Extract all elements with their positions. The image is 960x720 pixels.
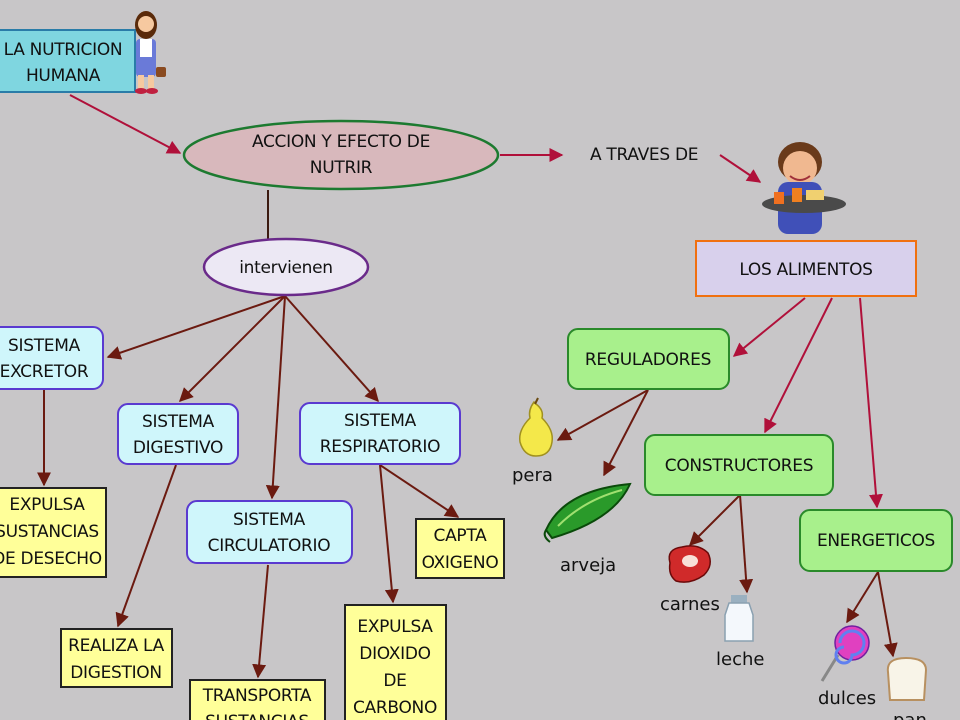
alimentos-label: LOS ALIMENTOS xyxy=(739,260,872,280)
intervienen-label: intervienen xyxy=(239,258,333,278)
intervienen-node[interactable]: intervienen xyxy=(202,237,370,297)
link-respiratorio-o2 xyxy=(379,464,460,518)
food-leche-label: leche xyxy=(716,649,764,670)
link-atraves-waiter xyxy=(719,154,762,183)
girl-icon xyxy=(135,11,166,94)
link-alimentos-constructores xyxy=(764,297,833,434)
function-digestivo-line1: REALIZA LA xyxy=(68,636,165,656)
food-carnes-label: carnes xyxy=(660,594,720,615)
definition-line2: NUTRIR xyxy=(310,158,373,178)
link-energeticos-dulces xyxy=(846,571,879,624)
system-excretor-line2: EXCRETOR xyxy=(0,362,89,382)
link-digestivo-function xyxy=(115,464,177,628)
title-line2: HUMANA xyxy=(26,66,101,86)
link-reguladores-pera xyxy=(556,389,649,441)
system-digestivo-line2: DIGESTIVO xyxy=(133,438,223,458)
a-traves-de-label: A TRAVES DE xyxy=(590,145,698,165)
alimentos-node[interactable]: LOS ALIMENTOS xyxy=(695,240,917,297)
group-constructores-label: CONSTRUCTORES xyxy=(665,456,813,476)
title-line1: LA NUTRICION xyxy=(4,40,123,60)
link-energeticos-pan xyxy=(877,571,898,658)
link-alimentos-reguladores xyxy=(732,297,806,357)
food-pera-label: pera xyxy=(512,465,553,486)
system-circulatorio-line2: CIRCULATORIO xyxy=(208,536,331,556)
definition-node[interactable]: ACCION Y EFECTO DE NUTRIR xyxy=(182,119,500,191)
link-respiratorio-co2 xyxy=(379,464,399,604)
link-intervienen-respiratorio xyxy=(284,295,379,403)
function-excretor[interactable]: EXPULSA SUSTANCIAS DE DESECHO xyxy=(0,487,107,578)
pear-icon xyxy=(518,397,554,457)
link-title-definition xyxy=(69,94,182,154)
group-constructores[interactable]: CONSTRUCTORES xyxy=(644,434,834,496)
link-constructores-carnes xyxy=(689,494,741,546)
function-circulatorio[interactable]: TRANSPORTA SUSTANCIAS xyxy=(189,679,326,720)
function-co2-line3: DE xyxy=(383,671,406,691)
link-constructores-leche xyxy=(739,494,754,594)
function-respiratorio-o2[interactable]: CAPTA OXIGENO xyxy=(415,518,505,579)
bread-icon xyxy=(886,656,928,701)
waiter-icon xyxy=(762,142,846,234)
group-energeticos-label: ENERGETICOS xyxy=(817,531,935,551)
connectors xyxy=(37,94,898,679)
steak-icon xyxy=(668,545,711,583)
function-digestivo[interactable]: REALIZA LA DIGESTION xyxy=(60,628,173,688)
system-circulatorio[interactable]: SISTEMA CIRCULATORIO xyxy=(186,500,353,564)
system-digestivo[interactable]: SISTEMA DIGESTIVO xyxy=(117,403,239,465)
link-reguladores-arveja xyxy=(603,389,649,477)
definition-line1: ACCION Y EFECTO DE xyxy=(252,132,430,152)
system-circulatorio-line1: SISTEMA xyxy=(233,510,306,530)
system-excretor-line1: SISTEMA xyxy=(8,336,81,356)
function-co2-line2: DIOXIDO xyxy=(359,644,430,664)
function-co2-line4: CARBONO xyxy=(353,698,437,718)
title-node[interactable]: LA NUTRICION HUMANA xyxy=(0,29,136,93)
peapod-icon xyxy=(543,482,632,543)
function-o2-line1: CAPTA xyxy=(434,526,488,546)
function-excretor-line1: EXPULSA xyxy=(9,495,85,515)
link-circulatorio-function xyxy=(252,564,269,679)
link-intervienen-circulatorio xyxy=(265,295,286,500)
link-intervienen-excretor xyxy=(106,295,286,360)
function-excretor-line2: SUSTANCIAS xyxy=(0,522,99,542)
system-respiratorio-line2: RESPIRATORIO xyxy=(320,437,440,457)
lollipop-icon xyxy=(820,625,870,682)
group-energeticos[interactable]: ENERGETICOS xyxy=(799,509,953,572)
function-excretor-line3: DE DESECHO xyxy=(0,549,102,569)
system-respiratorio[interactable]: SISTEMA RESPIRATORIO xyxy=(299,402,461,465)
function-circulatorio-line2: SUSTANCIAS xyxy=(205,712,309,720)
link-intervienen-digestivo xyxy=(179,295,286,402)
group-reguladores-label: REGULADORES xyxy=(585,350,711,370)
group-reguladores[interactable]: REGULADORES xyxy=(567,328,730,390)
link-alimentos-energeticos xyxy=(859,297,883,509)
function-respiratorio-co2[interactable]: EXPULSA DIOXIDO DE CARBONO xyxy=(344,604,447,720)
food-arveja-label: arveja xyxy=(560,555,616,576)
system-excretor[interactable]: SISTEMA EXCRETOR xyxy=(0,326,104,390)
milk-bottle-icon xyxy=(724,595,754,642)
function-digestivo-line2: DIGESTION xyxy=(70,663,162,683)
food-dulces-label: dulces xyxy=(818,688,876,709)
function-o2-line2: OXIGENO xyxy=(422,553,499,573)
system-respiratorio-line1: SISTEMA xyxy=(344,411,417,431)
function-circulatorio-line1: TRANSPORTA xyxy=(202,686,312,706)
food-pan-label: pan xyxy=(893,710,927,720)
function-co2-line1: EXPULSA xyxy=(357,617,433,637)
system-digestivo-line1: SISTEMA xyxy=(142,412,215,432)
